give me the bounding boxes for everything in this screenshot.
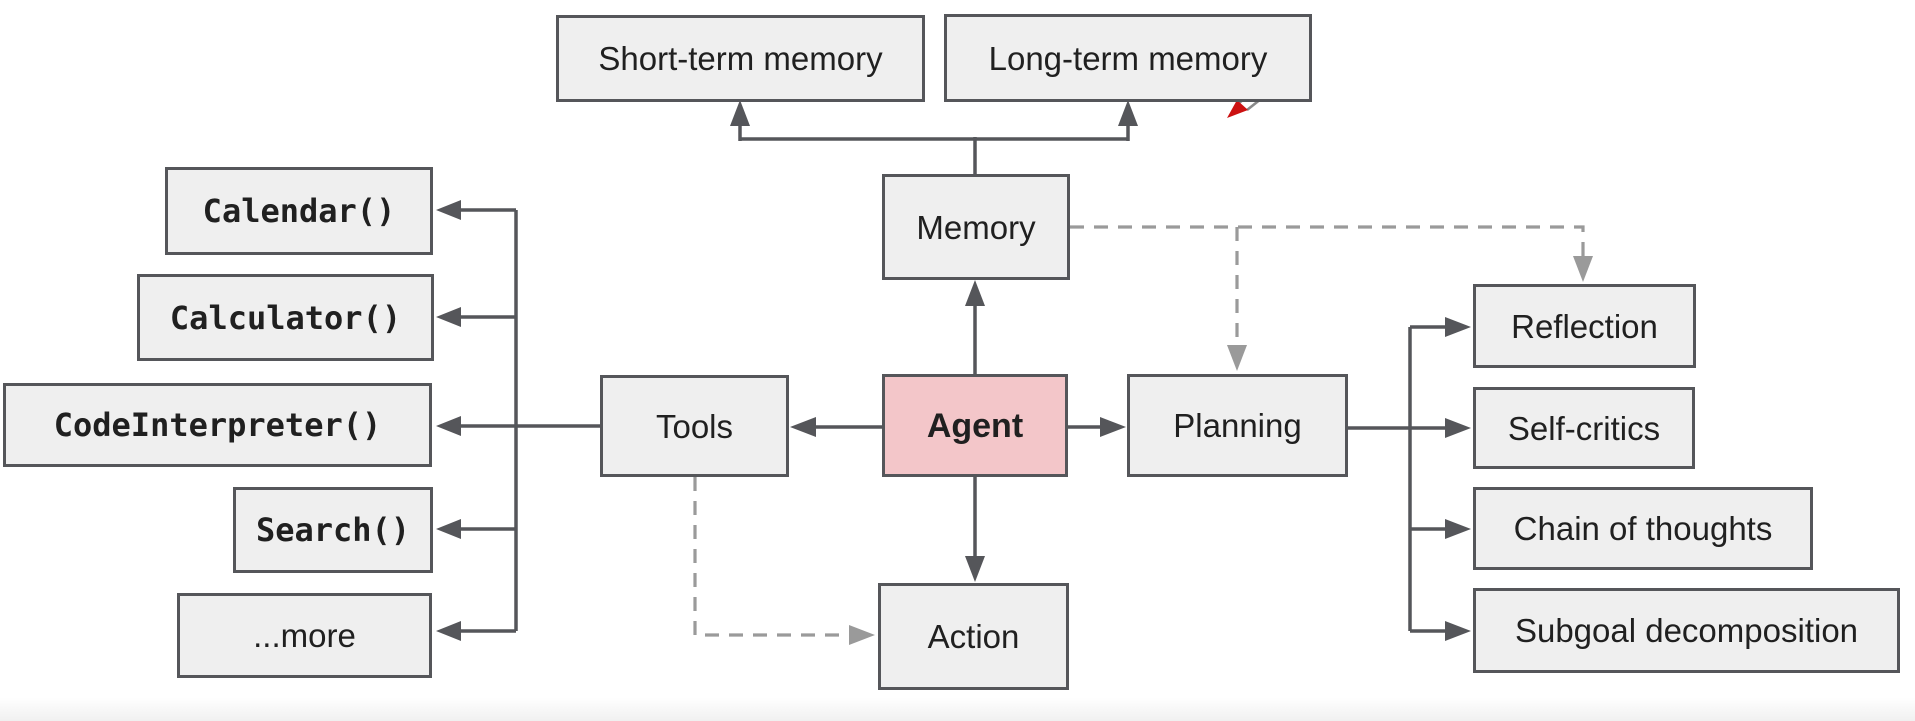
short-term-memory-node: Short-term memory [556,15,925,102]
planning-node: Planning [1127,374,1348,477]
chain-of-thoughts-node: Chain of thoughts [1473,487,1813,570]
calculator-node: Calculator() [137,274,434,361]
reflection-node: Reflection [1473,284,1696,368]
self-critics-node: Self-critics [1473,387,1695,469]
agent-node: Agent [882,374,1068,477]
more-tools-node: ...more [177,593,432,678]
memory-node: Memory [882,174,1070,280]
calendar-node: Calendar() [165,167,433,255]
tools-node: Tools [600,375,789,477]
code-interpreter-node: CodeInterpreter() [3,383,432,467]
search-node: Search() [233,487,433,573]
subgoal-decomposition-node: Subgoal decomposition [1473,588,1900,673]
action-node: Action [878,583,1069,690]
long-term-memory-node: Long-term memory [944,14,1312,102]
